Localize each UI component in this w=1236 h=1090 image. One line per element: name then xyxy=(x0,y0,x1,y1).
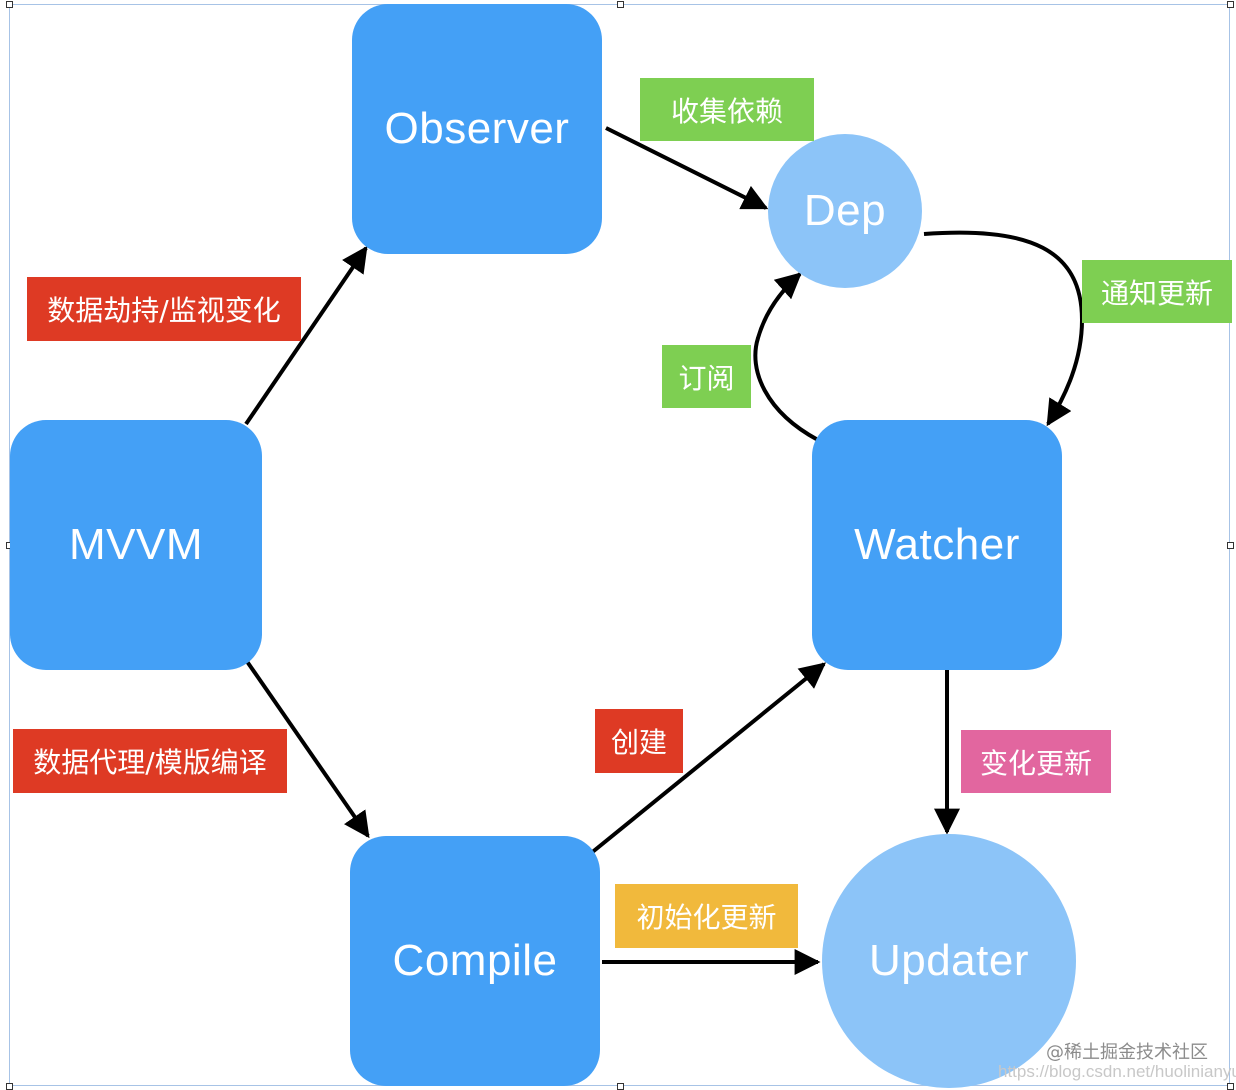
resize-handle-top-right[interactable] xyxy=(1227,1,1234,8)
resize-handle-top-center[interactable] xyxy=(617,1,624,8)
watcher-node: Watcher xyxy=(812,420,1062,670)
watermark-url: https://blog.csdn.net/huolinianyu xyxy=(998,1062,1236,1081)
resize-handle-middle-right[interactable] xyxy=(1227,542,1234,549)
arrow-compile-to-watcher xyxy=(588,662,827,856)
notify-label: 通知更新 xyxy=(1082,260,1232,323)
updater-node: Updater xyxy=(822,834,1076,1088)
arrow-watcher-to-dep xyxy=(753,272,819,442)
create-label: 创建 xyxy=(595,709,683,773)
arrow-mvvm-to-observer xyxy=(244,245,368,426)
mvvm-node: MVVM xyxy=(10,420,262,670)
collect-label: 收集依赖 xyxy=(640,78,814,141)
subscribe-label: 订阅 xyxy=(662,345,751,408)
watermark-community: @稀土掘金技术社区 xyxy=(1046,1042,1208,1063)
observer-node: Observer xyxy=(352,4,602,254)
proxy-label: 数据代理/模版编译 xyxy=(13,729,287,793)
resize-handle-top-left[interactable] xyxy=(6,1,13,8)
hijack-label: 数据劫持/监视变化 xyxy=(27,277,301,341)
init-update-label: 初始化更新 xyxy=(615,884,798,948)
arrow-dep-to-watcher xyxy=(923,230,1085,427)
arrow-mvvm-to-compile xyxy=(244,658,370,839)
arrow-observer-to-dep xyxy=(605,126,769,210)
change-update-label: 变化更新 xyxy=(961,730,1111,793)
dep-node: Dep xyxy=(768,134,922,288)
compile-node: Compile xyxy=(350,836,600,1086)
